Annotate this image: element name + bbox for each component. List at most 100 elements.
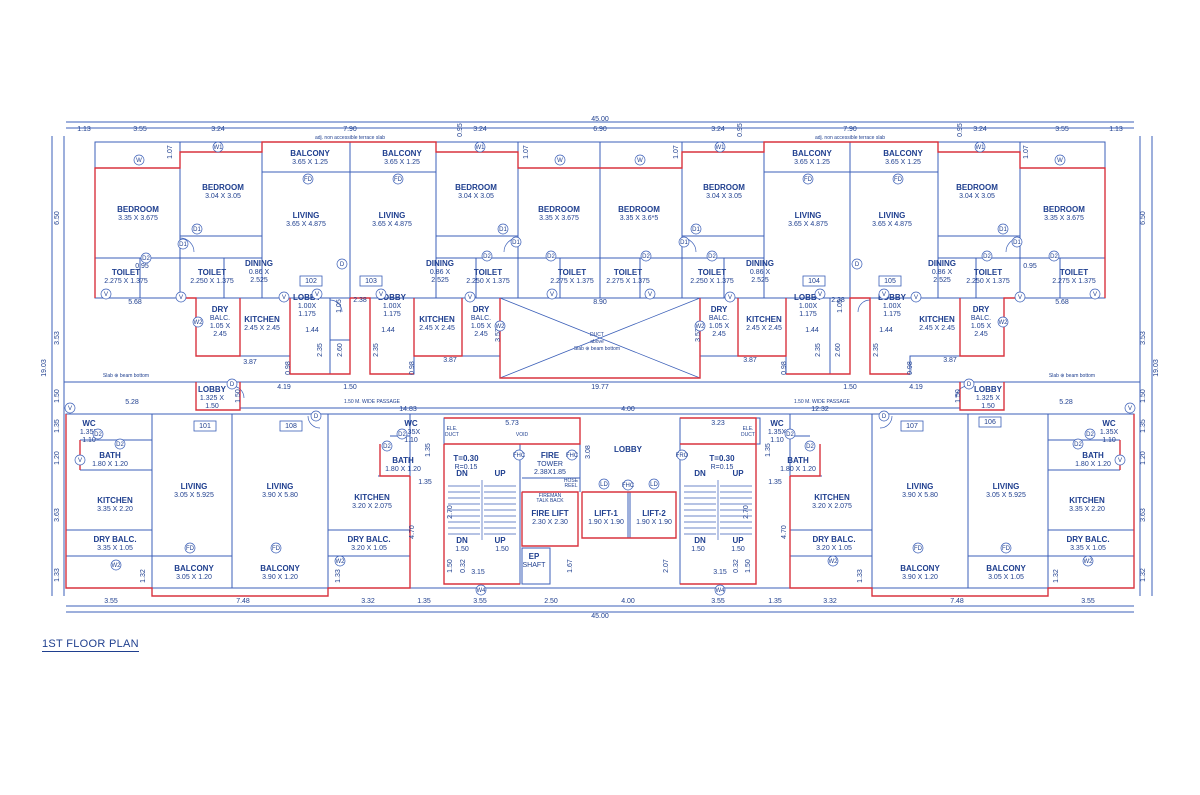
room-name: LOBBY <box>293 293 322 302</box>
room-name: DRY BALC. <box>1066 535 1109 544</box>
dimension-label: 1.20 <box>1140 451 1147 465</box>
tag-circle <box>644 288 656 300</box>
room-dimension: 2.250 X 1.375 <box>466 278 510 285</box>
dimension-label: 45.00 <box>591 116 609 123</box>
opening-tag: V <box>464 291 476 303</box>
flat-number-box <box>978 416 1002 428</box>
opening-tag: W <box>634 154 646 166</box>
room-name: TOILET <box>614 268 642 277</box>
room-dimension: 1.80 X 1.20 <box>1075 461 1111 468</box>
room-name: BALCONY <box>290 149 330 158</box>
dimension-label: 1.32 <box>1053 569 1060 583</box>
room-label: UP <box>732 536 744 545</box>
room-name: BALCONY <box>174 564 214 573</box>
room-name: DN <box>694 536 706 545</box>
tag-circle <box>311 288 323 300</box>
opening-tag: FHC <box>566 449 579 461</box>
dimension-label: 1.67 <box>567 559 574 573</box>
tag-text: W2 <box>194 320 204 326</box>
note-label: adj. non accessible terrace slab <box>815 135 885 141</box>
room-name: BALCONY <box>382 149 422 158</box>
opening-tag: W2 <box>694 320 706 332</box>
opening-tag: D2 <box>140 252 152 264</box>
room-label: DN <box>456 469 468 478</box>
room-label: UP <box>494 536 506 545</box>
tag-circle <box>336 258 348 270</box>
room-name: TOILET <box>558 268 586 277</box>
tag-circle <box>464 291 476 303</box>
room-name: BEDROOM <box>538 205 580 214</box>
tag-text: V <box>282 295 286 301</box>
dimension-label: 3.53 <box>695 328 702 342</box>
room-name: UP <box>494 469 506 478</box>
dimension-label: 0.98 <box>285 361 292 375</box>
dimension-label: 3.53 <box>1140 331 1147 345</box>
tag-text: V <box>379 292 383 298</box>
flat-number: 106 <box>978 416 1002 428</box>
tag-text: FD <box>804 177 813 183</box>
tag-text: W1 <box>716 145 726 151</box>
tag-text: D <box>882 414 887 420</box>
dimension-label: 4.00 <box>621 598 635 605</box>
room-label: DN <box>694 469 706 478</box>
room-name: BEDROOM <box>1043 205 1085 214</box>
dimension-label: 1.50 <box>1140 389 1147 403</box>
room-dimension: R=0.15 <box>711 464 734 471</box>
tag-circle <box>191 223 203 235</box>
dimension-label: 3.24 <box>473 126 487 133</box>
dimension-label: 19.03 <box>1153 359 1160 377</box>
room-name: EP <box>529 552 540 561</box>
opening-tag: D2 <box>1072 438 1084 450</box>
dimension-label: 1.50 <box>745 559 752 573</box>
tag-circle <box>497 223 509 235</box>
tag-circle <box>1054 154 1066 166</box>
room-dimension: 3.90 X 1.20 <box>902 574 938 581</box>
flat-number-text: 108 <box>285 423 297 430</box>
tag-text: D2 <box>383 444 391 450</box>
tag-text: D <box>230 382 235 388</box>
tag-circle <box>802 173 814 185</box>
tag-circle <box>177 238 189 250</box>
opening-tag: W1 <box>474 141 486 153</box>
room-dimension: 2.275 X 1.375 <box>104 278 148 285</box>
flat-number: 101 <box>193 420 217 432</box>
dimension-label: 1.07 <box>673 145 680 159</box>
tag-circle <box>878 288 890 300</box>
opening-tag: D <box>336 258 348 270</box>
tag-text: V <box>914 295 918 301</box>
note-label: DUCT <box>741 432 755 438</box>
note-label: 1.50 M. WIDE PASSAGE <box>344 399 401 405</box>
room-name: LIVING <box>181 482 208 491</box>
dimension-label: 7.48 <box>950 598 964 605</box>
dimension-label: 2.38 <box>353 297 367 304</box>
dimension-label: 1.13 <box>1109 126 1123 133</box>
opening-tag: W2 <box>997 316 1009 328</box>
dimension-label: 3.55 <box>473 598 487 605</box>
room-label: DN <box>694 536 706 545</box>
room-name: FIRE <box>541 451 560 460</box>
tag-text: W2 <box>336 559 346 565</box>
flat-number-box <box>878 275 902 287</box>
opening-tag: FD <box>892 173 904 185</box>
opening-tag: W2 <box>827 555 839 567</box>
plan-title: 1ST FLOOR PLAN <box>42 638 139 652</box>
tag-circle <box>1084 428 1096 440</box>
tag-circle <box>1011 236 1023 248</box>
opening-tag: D1 <box>678 236 690 248</box>
